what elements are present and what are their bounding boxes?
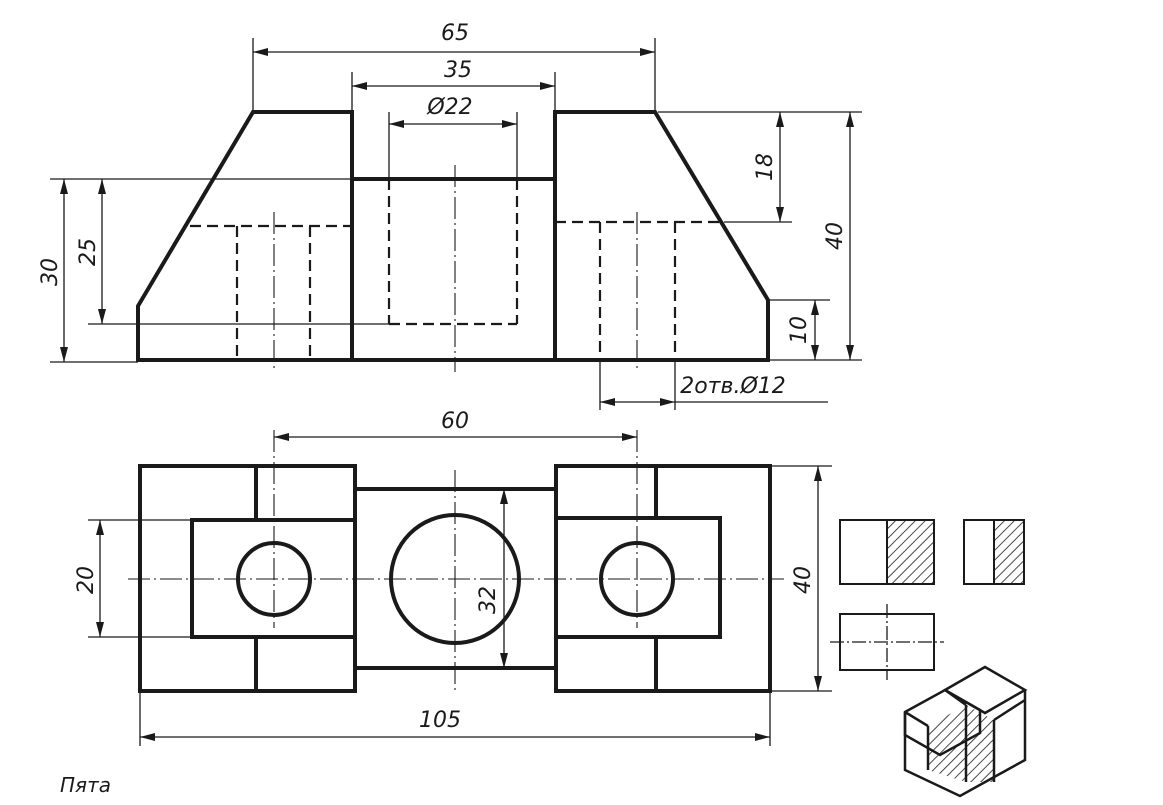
dim-text-20: 20 <box>74 566 99 594</box>
dim-text-10: 10 <box>787 316 812 344</box>
front-left-outline <box>136 110 354 362</box>
dim-text-105: 105 <box>419 708 461 733</box>
iso-edge-e <box>993 698 1026 722</box>
dim-text-35: 35 <box>444 58 472 83</box>
top-view: 60 20 32 40 105 <box>74 409 832 746</box>
dim-text-60: 60 <box>441 409 469 434</box>
dim-text-holes: 2отв.Ø12 <box>680 374 786 399</box>
dim-text-25: 25 <box>76 238 101 266</box>
front-arrowheads <box>60 48 854 406</box>
front-right-outline <box>553 110 770 362</box>
top-arrowheads <box>96 433 822 741</box>
sketch1-hatch <box>887 520 934 584</box>
sketch2-hatch <box>994 520 1024 584</box>
dim-text-40-front: 40 <box>823 222 848 250</box>
iso-edge-a <box>904 710 929 728</box>
drawing-caption: Пята <box>60 773 111 797</box>
dim-text-65: 65 <box>441 21 469 46</box>
dim-text-22: Ø22 <box>426 95 472 120</box>
dim-text-40-top: 40 <box>791 566 816 594</box>
dim-text-32: 32 <box>476 586 501 614</box>
top-right-inner <box>554 516 722 639</box>
isometric-cutaway <box>903 665 1028 798</box>
iso-edge-f <box>944 688 967 707</box>
dim-text-18: 18 <box>753 153 778 181</box>
section-sketches <box>830 519 1028 798</box>
front-view: 65 35 Ø22 18 40 10 30 25 2отв.Ø12 <box>38 21 862 410</box>
dim-text-30: 30 <box>38 258 63 286</box>
